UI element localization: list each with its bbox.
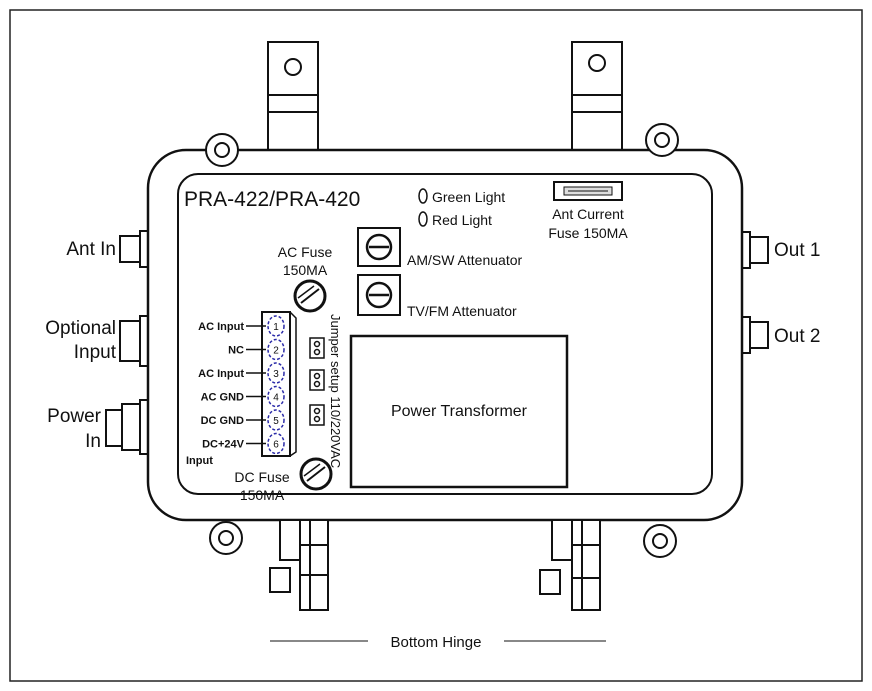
power-transformer-box [349, 334, 569, 489]
terminal-number: 4 [273, 393, 279, 404]
terminal-screw-icon [267, 432, 285, 455]
terminal-row: NC 2 [228, 338, 285, 361]
red-light-label: Red Light [432, 212, 492, 228]
optional-input-label-1: Optional [45, 318, 116, 339]
ac-fuse-label-2: 150MA [283, 262, 328, 278]
bracket-hole-icon [588, 54, 606, 72]
terminal-list: AC Input 1NC 2 AC Input 3 AC GND 4 DC GND 5DC+24… [198, 315, 285, 455]
bracket-hole-icon [284, 58, 302, 76]
terminal-row: AC Input 1 [198, 315, 285, 337]
terminal-label: NC [228, 345, 244, 357]
power-in-label-2: In [85, 431, 101, 452]
model-title: PRA-422/PRA-420 [184, 188, 360, 211]
am-sw-attenuator-knob-icon [357, 227, 401, 267]
am-sw-attenuator-label: AM/SW Attenuator [407, 252, 522, 268]
ant-current-fuse-icon [553, 181, 623, 201]
power-in-label-1: Power [47, 406, 102, 427]
terminal-number: 3 [273, 369, 279, 380]
jumper-2-icon [309, 369, 325, 391]
ant-in-connector [119, 235, 141, 263]
power-in-connector [105, 409, 123, 447]
terminal-screw-icon [267, 385, 285, 408]
terminal-row: AC GND 4 [201, 385, 285, 408]
terminal-screw-icon [267, 409, 285, 431]
out-2-connector [749, 321, 769, 349]
terminal-label: DC GND [201, 415, 244, 427]
outer-frame [9, 9, 863, 682]
jumper-pins [309, 337, 325, 426]
terminal-number: 5 [273, 416, 279, 427]
tv-fm-attenuator-knob-icon [357, 274, 401, 316]
out-1-label: Out 1 [774, 240, 820, 261]
tv-fm-attenuator-label: TV/FM Attenuator [407, 303, 517, 319]
dc-fuse-label-2: 150MA [240, 487, 285, 503]
terminal-screw-icon [267, 338, 285, 361]
terminal-input-suffix: Input [186, 455, 213, 467]
optional-input-connector [119, 320, 141, 362]
ant-current-fuse-label-2: Fuse 150MA [548, 225, 628, 241]
terminal-number: 2 [273, 346, 279, 357]
bottom-hinge-label: Bottom Hinge [391, 634, 482, 651]
green-light-label: Green Light [432, 189, 505, 205]
top-right-bracket [571, 41, 623, 153]
optional-input-label-2: Input [74, 342, 117, 363]
terminal-row: AC Input 3 [198, 362, 285, 384]
mounting-ears [205, 123, 679, 558]
jumper-3-icon [309, 404, 325, 426]
green-light-icon [418, 188, 428, 204]
terminal-label: AC Input [198, 321, 244, 333]
terminal-number: 1 [273, 322, 279, 333]
terminal-label: AC Input [198, 368, 244, 380]
out-2-label: Out 2 [774, 326, 820, 347]
right-connectors [739, 231, 769, 354]
bottom-left-hinge [269, 519, 329, 611]
terminal-screw-icon [267, 315, 285, 337]
ac-fuse-label-1: AC Fuse [278, 244, 333, 260]
jumper-setup-label: Jumper setup 110/220VAC [328, 314, 343, 468]
bottom-right-hinge [539, 519, 601, 611]
top-left-bracket [267, 41, 319, 153]
terminal-label: DC+24V [202, 439, 245, 451]
power-transformer-label: Power Transformer [391, 403, 528, 420]
red-light-icon [418, 211, 428, 227]
terminal-row: DC+24V 6 [202, 432, 285, 455]
terminal-row: DC GND 5 [201, 409, 285, 431]
terminal-number: 6 [273, 440, 279, 451]
ac-fuse-icon [293, 279, 327, 313]
terminal-screw-icon [267, 362, 285, 384]
ant-in-label: Ant In [66, 239, 116, 260]
ant-current-fuse-label-1: Ant Current [552, 206, 624, 222]
jumper-1-icon [309, 337, 325, 359]
dc-fuse-icon [299, 457, 333, 491]
out-1-connector [749, 236, 769, 264]
dc-fuse-label-1: DC Fuse [234, 469, 289, 485]
terminal-label: AC GND [201, 392, 244, 404]
left-connectors [105, 230, 151, 455]
